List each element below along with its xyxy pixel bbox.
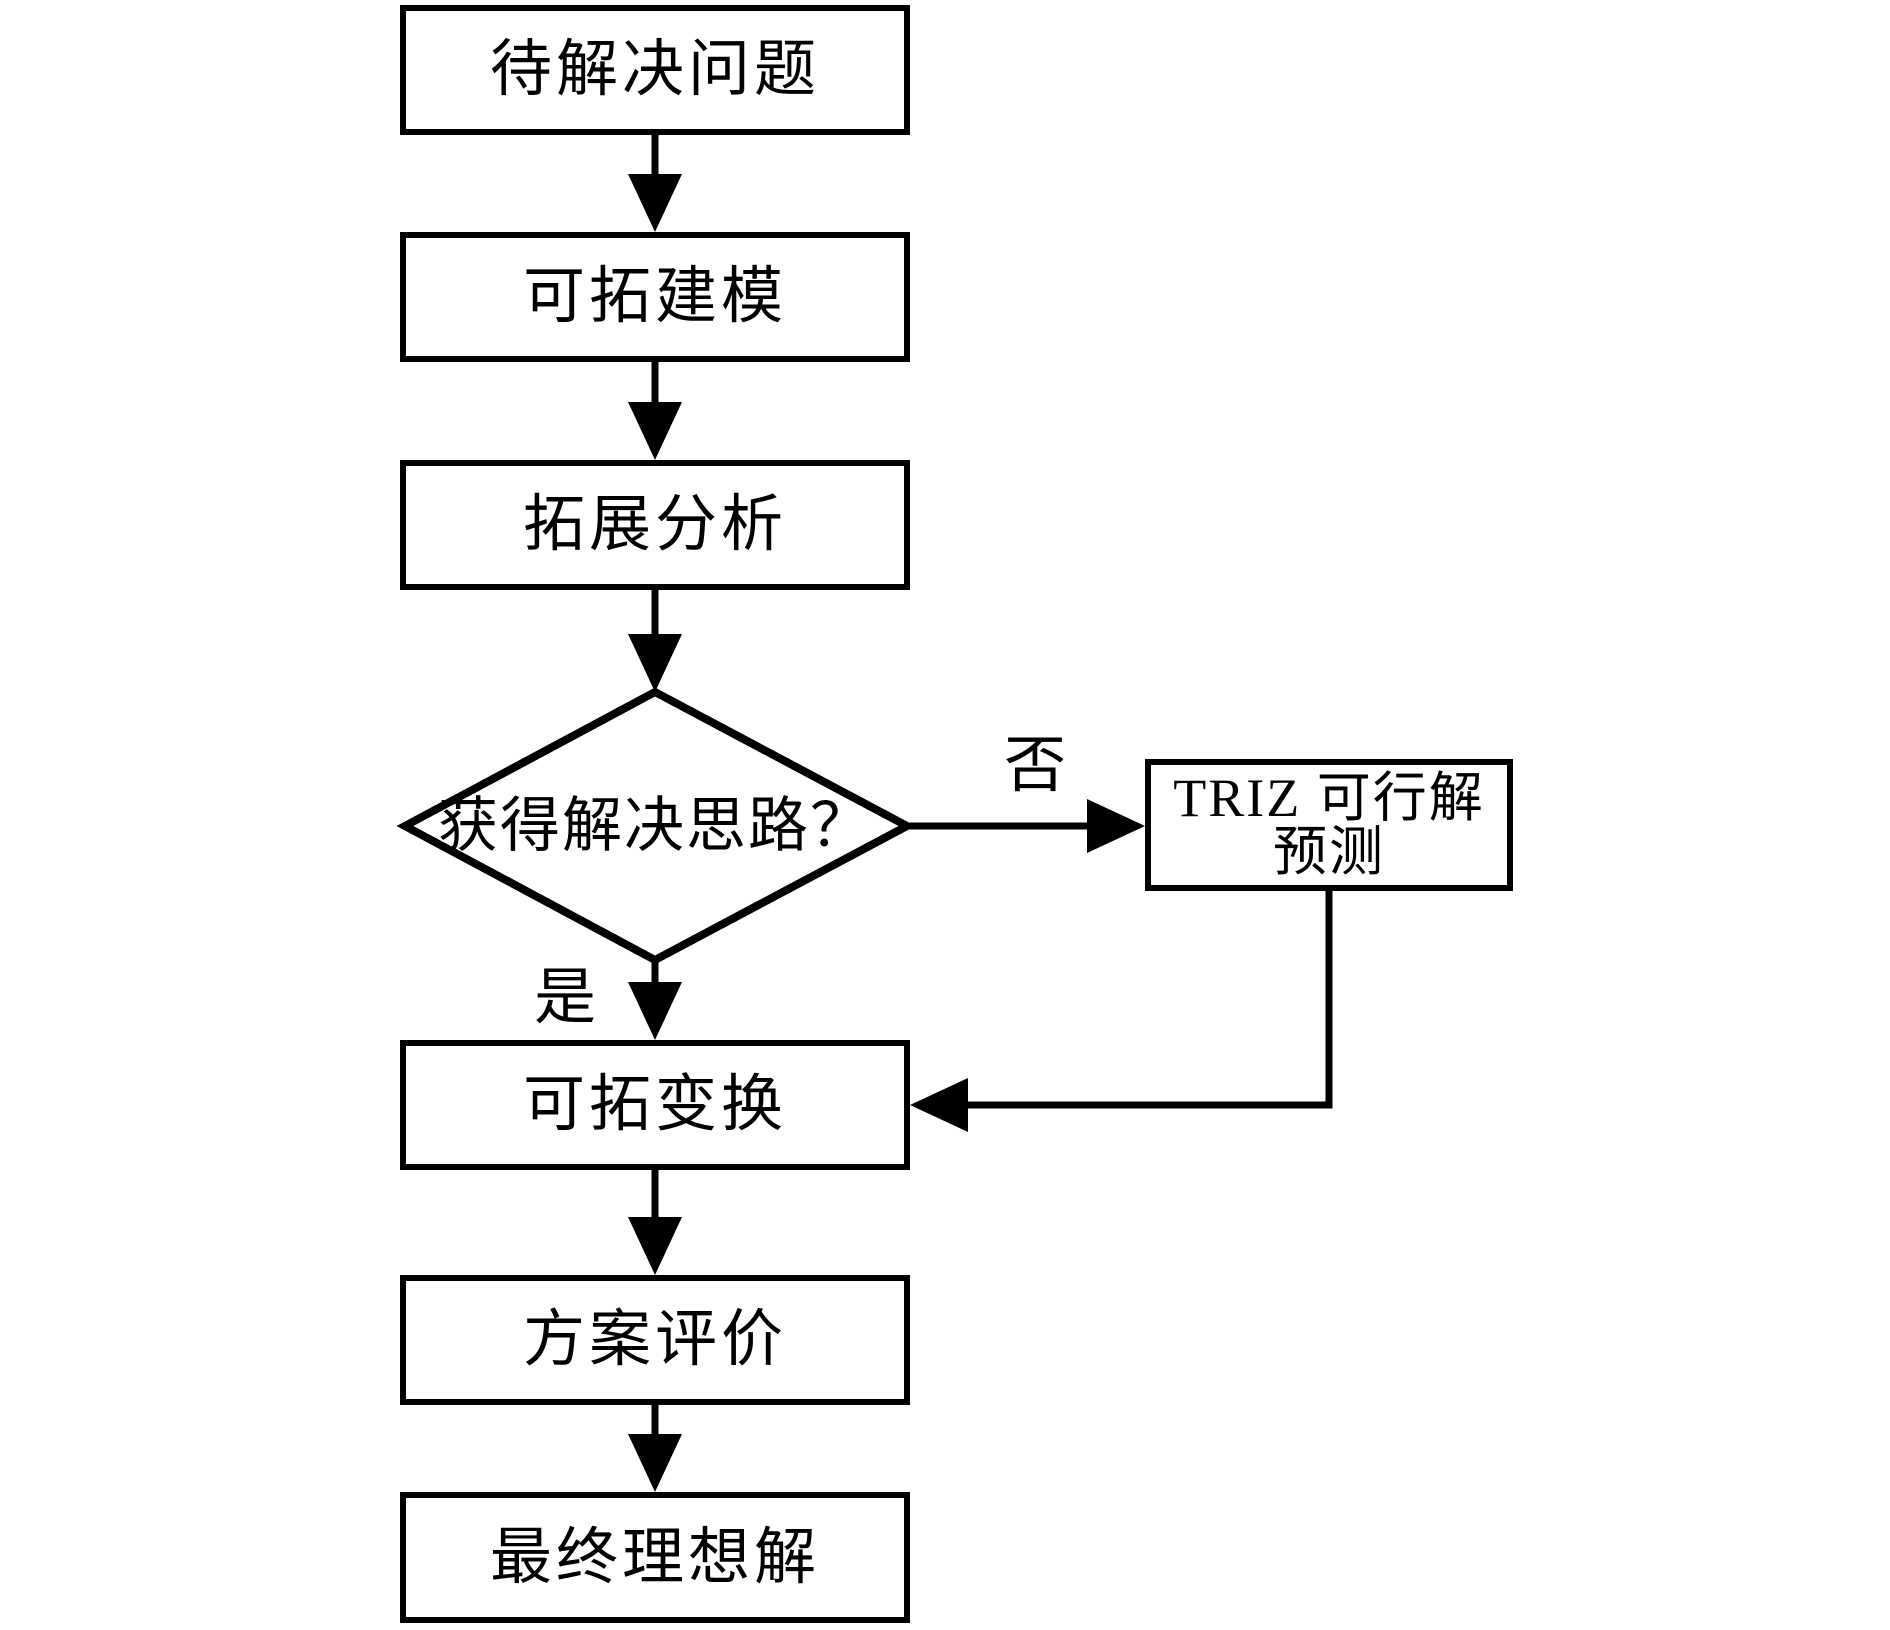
arrow-modeling-to-analysis (628, 360, 682, 460)
node-ideal: 最终理想解 (400, 1492, 910, 1623)
arrow-evaluation-to-ideal (628, 1405, 682, 1492)
node-decision-label: 获得解决思路？ (438, 793, 872, 859)
arrow-transform-to-evaluation (628, 1170, 682, 1275)
node-modeling-label: 可拓建模 (522, 263, 787, 331)
node-problem: 待解决问题 (400, 5, 910, 135)
node-problem-label: 待解决问题 (489, 36, 820, 104)
arrow-decision-to-transform (628, 960, 682, 1040)
node-evaluation: 方案评价 (400, 1275, 910, 1405)
arrow-analysis-to-decision (628, 588, 682, 692)
node-analysis: 拓展分析 (400, 460, 910, 590)
node-modeling: 可拓建模 (400, 232, 910, 362)
edge-label-yes: 是 (533, 964, 596, 1032)
arrow-decision-to-triz (907, 799, 1145, 853)
edge-label-no: 否 (1003, 732, 1066, 800)
node-triz: TRIZ 可行解预测 (1145, 759, 1513, 891)
node-ideal-label: 最终理想解 (489, 1523, 820, 1592)
node-transform-label: 可拓变换 (522, 1071, 787, 1139)
arrow-problem-to-modeling (628, 133, 682, 232)
node-transform: 可拓变换 (400, 1040, 910, 1170)
node-analysis-label: 拓展分析 (522, 491, 787, 559)
arrow-triz-to-transform (910, 891, 1333, 1132)
node-triz-label: TRIZ 可行解预测 (1173, 768, 1485, 882)
node-evaluation-label: 方案评价 (522, 1306, 787, 1374)
